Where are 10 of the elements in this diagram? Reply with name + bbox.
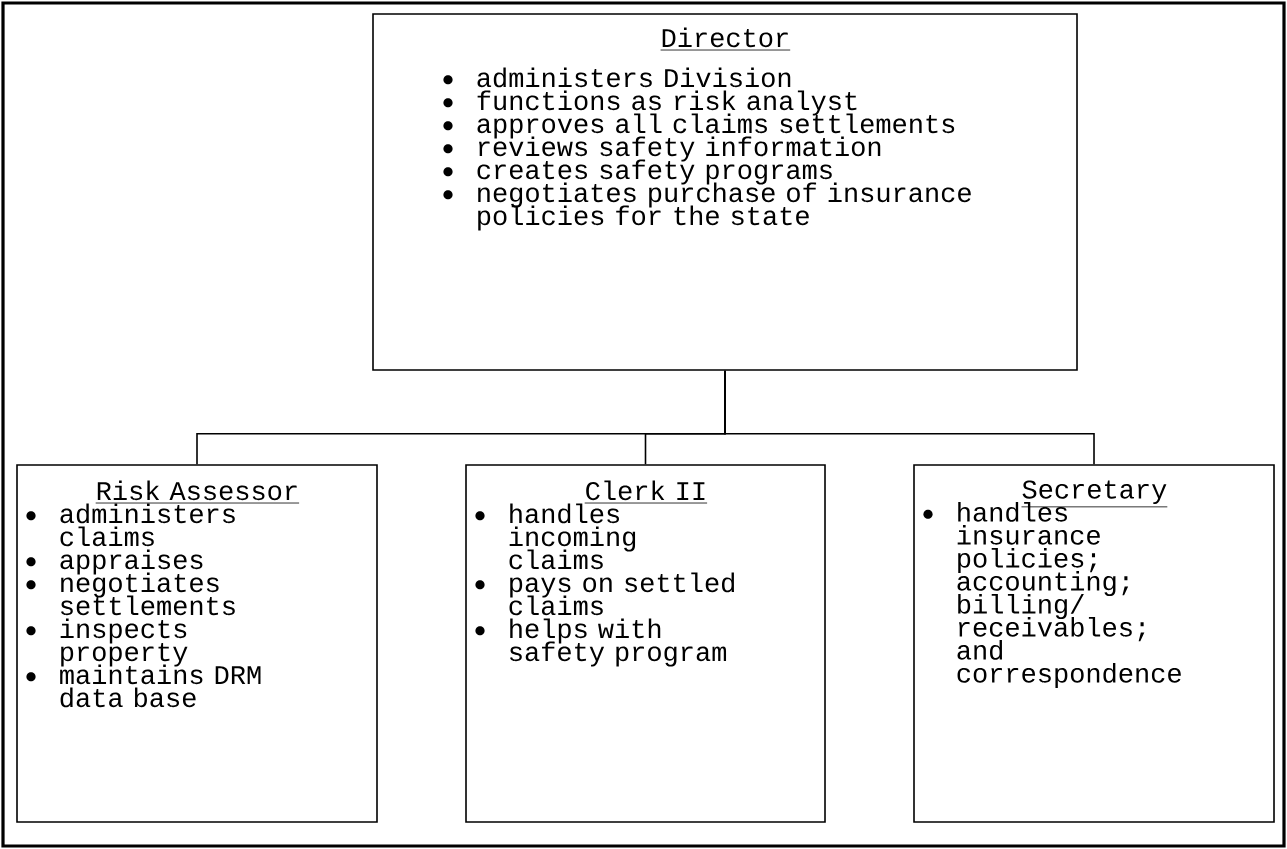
connector-line — [724, 370, 1095, 465]
role-box — [913, 464, 1275, 823]
bullet-item: helps with safety program — [475, 618, 727, 667]
role-box — [465, 464, 826, 823]
role-title: Director — [660, 27, 791, 51]
bullet-item: administers Division — [443, 67, 791, 88]
role-box — [372, 13, 1078, 371]
role-title: Clerk II — [584, 480, 708, 504]
role-box — [16, 464, 378, 823]
role-title: Risk Assessor — [95, 480, 300, 504]
